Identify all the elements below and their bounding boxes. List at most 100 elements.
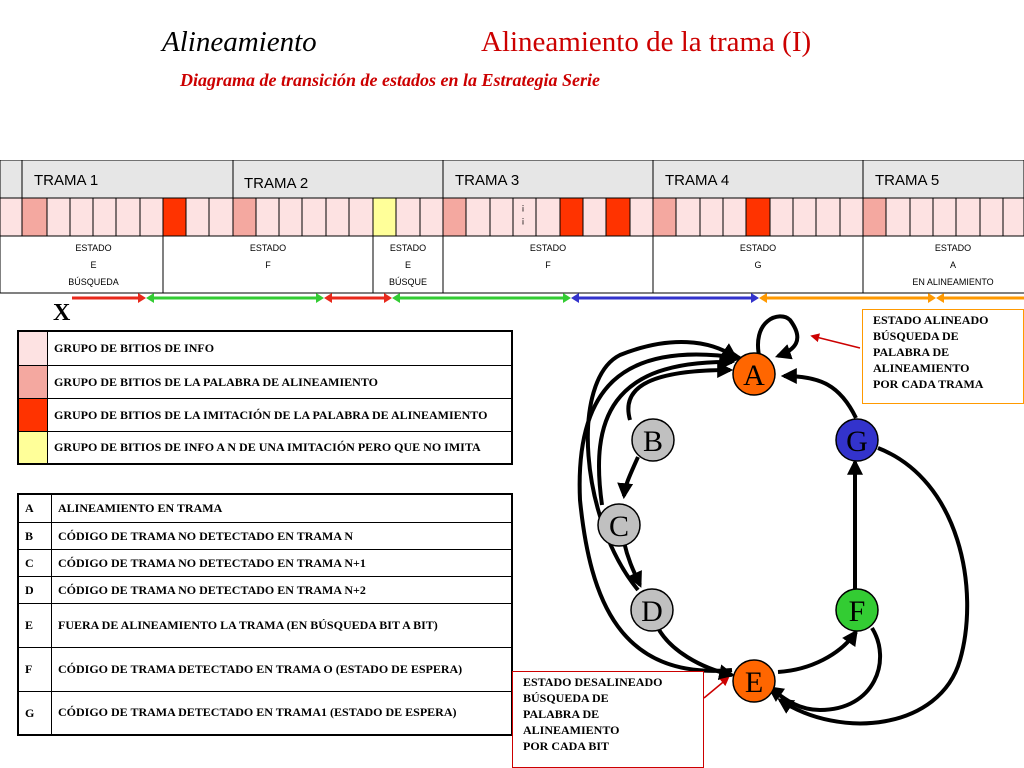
bit-cell	[419, 197, 444, 237]
svg-text:D: D	[641, 595, 663, 628]
frame-label-5: TRAMA 5	[875, 172, 940, 189]
bit-cell	[605, 197, 631, 237]
bit-cell	[185, 197, 210, 237]
state-key: D	[17, 575, 52, 604]
bit-cell	[162, 197, 187, 237]
state-diagram: A B C D E F G	[577, 314, 970, 726]
swatch-info-imitation	[17, 430, 48, 465]
bit-cell	[1002, 197, 1024, 237]
node-a: A	[732, 352, 776, 396]
svg-text:F: F	[849, 595, 866, 628]
legend-table: GRUPO DE BITIOS DE INFO GRUPO DE BITIOS …	[17, 330, 513, 465]
note-aligned: ESTADO ALINEADO BÚSQUEDA DE PALABRA DE A…	[862, 309, 1024, 404]
bit-cell	[115, 197, 141, 237]
node-f: F	[835, 588, 879, 632]
note-pointer-aligned	[810, 333, 861, 349]
svg-text:C: C	[609, 510, 629, 543]
bit-cell	[582, 197, 607, 237]
transition-edges	[577, 314, 970, 726]
frame-label-3: TRAMA 3	[455, 172, 520, 189]
node-g: G	[835, 418, 879, 462]
bit-cell	[92, 197, 117, 237]
state-desc: CÓDIGO DE TRAMA DETECTADO EN TRAMA1 (EST…	[51, 690, 513, 736]
svg-text:G: G	[846, 425, 868, 458]
svg-text:B: B	[643, 425, 663, 458]
slide-subtitle: Diagrama de transición de estados en la …	[180, 70, 601, 90]
bit-cell	[792, 197, 817, 237]
frame-band	[0, 160, 1024, 303]
bit-cell	[278, 197, 303, 237]
bit-cell	[372, 197, 397, 237]
frame-label-2: TRAMA 2	[244, 175, 309, 192]
state-desc: CÓDIGO DE TRAMA DETECTADO EN TRAMA O (ES…	[51, 646, 513, 692]
bit-cell	[232, 197, 257, 237]
bit-cell	[745, 197, 771, 237]
frame-label-4: TRAMA 4	[665, 172, 730, 189]
state-key: F	[17, 646, 52, 692]
bit-cell	[699, 197, 724, 237]
node-e: E	[732, 659, 776, 703]
svg-text:E: E	[745, 666, 763, 699]
state-key: A	[17, 493, 52, 523]
bit-cell	[932, 197, 957, 237]
bit-cell	[559, 197, 584, 237]
swatch-imitation	[17, 397, 48, 432]
state-key: B	[17, 521, 52, 550]
note-pointer-misaligned	[703, 676, 730, 699]
bit-cell	[208, 197, 234, 237]
state-key: G	[17, 690, 52, 736]
bit-cell	[0, 197, 23, 237]
bit-cell	[442, 197, 467, 237]
node-d: D	[630, 588, 674, 632]
bit-cell	[769, 197, 794, 237]
cell-mark: ¡ ¡	[521, 202, 525, 225]
bit-cell	[535, 197, 561, 237]
bit-cell	[979, 197, 1004, 237]
state-key: C	[17, 548, 52, 577]
legend-item: GRUPO DE BITIOS DE INFO	[47, 330, 513, 366]
note-misaligned: ESTADO DESALINEADO BÚSQUEDA DE PALABRA D…	[512, 671, 704, 768]
state-key: E	[17, 602, 52, 648]
bit-cell	[255, 197, 280, 237]
bit-cell	[862, 197, 887, 237]
bit-cell	[395, 197, 421, 237]
swatch-align-word	[17, 364, 48, 399]
legend-item: GRUPO DE BITIOS DE LA IMITACIÓN DE LA PA…	[47, 397, 513, 432]
node-b: B	[631, 418, 675, 462]
state-desc: CÓDIGO DE TRAMA NO DETECTADO EN TRAMA N	[51, 521, 513, 550]
state-desc: CÓDIGO DE TRAMA NO DETECTADO EN TRAMA N+…	[51, 575, 513, 604]
bit-cell	[839, 197, 864, 237]
node-c: C	[597, 503, 641, 547]
bit-cell	[46, 197, 71, 237]
range-arrows	[72, 293, 1024, 303]
bit-cell	[652, 197, 677, 237]
bit-cell	[629, 197, 654, 237]
bit-cell	[909, 197, 934, 237]
state-desc: ALINEAMIENTO EN TRAMA	[51, 493, 513, 523]
svg-text:A: A	[743, 359, 765, 392]
bit-cell	[301, 197, 327, 237]
legend-item: GRUPO DE BITIOS DE LA PALABRA DE ALINEAM…	[47, 364, 513, 399]
bit-cell	[465, 197, 491, 237]
state-desc: CÓDIGO DE TRAMA NO DETECTADO EN TRAMA N+…	[51, 548, 513, 577]
bit-cell	[139, 197, 164, 237]
bit-cell	[348, 197, 374, 237]
legend-item: GRUPO DE BITIOS DE INFO A N DE UNA IMITA…	[47, 430, 513, 465]
x-marker: X	[53, 300, 71, 326]
slide-title: Alineamiento de la trama (I)	[481, 26, 812, 58]
frame-header-1	[21, 160, 234, 199]
frame-header-4	[652, 160, 864, 199]
bit-cell	[885, 197, 911, 237]
bit-cell	[815, 197, 841, 237]
bit-cell	[675, 197, 701, 237]
bit-cell	[722, 197, 747, 237]
page-title: Alineamiento	[162, 26, 317, 58]
bit-cell	[955, 197, 981, 237]
